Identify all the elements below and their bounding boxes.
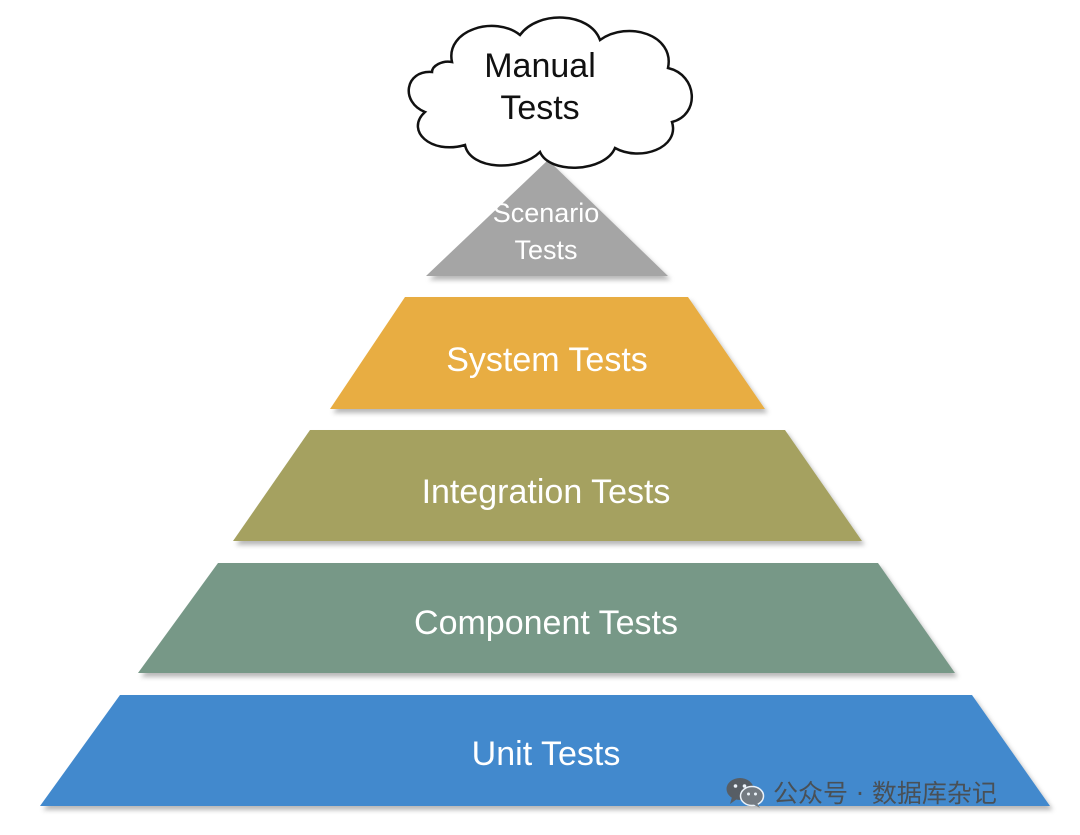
scenario-tests-label-line2: Tests (514, 235, 577, 265)
component-tests-layer: Component Tests (138, 563, 955, 673)
system-tests-layer: System Tests (330, 297, 765, 409)
scenario-tests-layer: Scenario Tests (426, 160, 668, 276)
scenario-tests-label-line1: Scenario (493, 198, 600, 228)
integration-tests-shape (233, 430, 862, 541)
manual-tests-label-line1: Manual (484, 47, 596, 85)
watermark: 公众号 · 数据库杂记 (725, 774, 997, 810)
component-tests-shape (138, 563, 955, 673)
system-tests-label: System Tests (446, 341, 648, 379)
system-tests-shape (330, 297, 765, 409)
component-tests-label: Component Tests (414, 604, 678, 642)
manual-tests-cloud: Manual Tests (407, 16, 693, 169)
unit-tests-label: Unit Tests (472, 735, 621, 773)
integration-tests-label: Integration Tests (422, 473, 671, 511)
cloud-shape (407, 16, 693, 169)
wechat-icon (726, 778, 765, 808)
scenario-tests-shape (426, 160, 668, 276)
unit-tests-layer: Unit Tests (40, 695, 1050, 806)
integration-tests-layer: Integration Tests (233, 430, 862, 541)
unit-tests-shape (40, 695, 1050, 806)
manual-tests-label-line2: Tests (500, 89, 579, 127)
watermark-text: 公众号 · 数据库杂记 (773, 779, 997, 808)
